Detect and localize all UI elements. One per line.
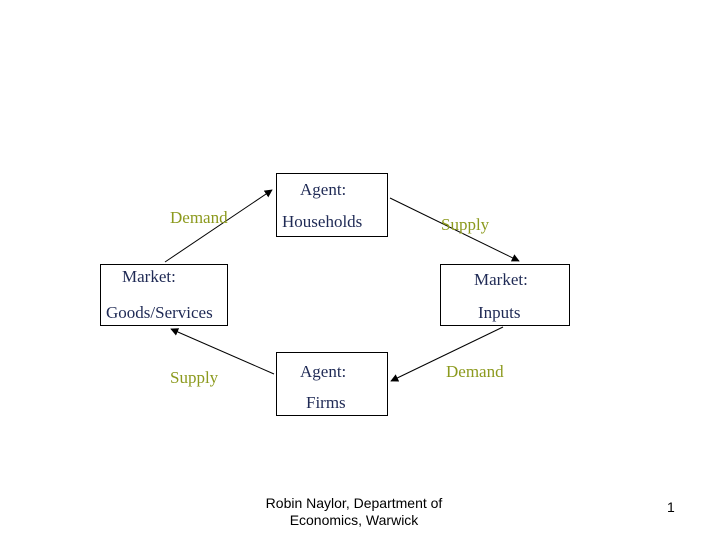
footer-credit: Robin Naylor, Department of Economics, W… — [262, 495, 446, 529]
arrow-goods-to-households — [164, 189, 273, 263]
goods-demand-label: Demand — [170, 208, 228, 227]
inputs-market-label: Market: — [474, 270, 528, 289]
inputs-market-box — [440, 264, 570, 326]
households-label: Households — [282, 212, 363, 231]
page-number: 1 — [667, 499, 675, 515]
footer-credit-line2: Economics, Warwick — [289, 511, 419, 528]
arrow-inputs-to-firms — [390, 326, 504, 382]
goods-market-box — [100, 264, 228, 326]
inputs-label: Inputs — [478, 303, 521, 322]
footer-credit-line1: Robin Naylor, Department of — [265, 495, 443, 511]
households-box — [276, 173, 388, 237]
firms-box — [276, 352, 388, 416]
households-agent-label: Agent: — [300, 180, 347, 199]
goods-market-label: Market: — [122, 267, 176, 286]
goods-services-label: Goods/Services — [106, 303, 213, 322]
goods-supply-label: Supply — [170, 368, 219, 387]
inputs-demand-label: Demand — [446, 362, 504, 381]
arrow-households-to-inputs — [389, 197, 520, 262]
inputs-supply-label: Supply — [441, 215, 490, 234]
firms-label: Firms — [306, 393, 346, 412]
firms-agent-label: Agent: — [300, 362, 347, 381]
arrow-firms-to-goods — [170, 328, 275, 375]
